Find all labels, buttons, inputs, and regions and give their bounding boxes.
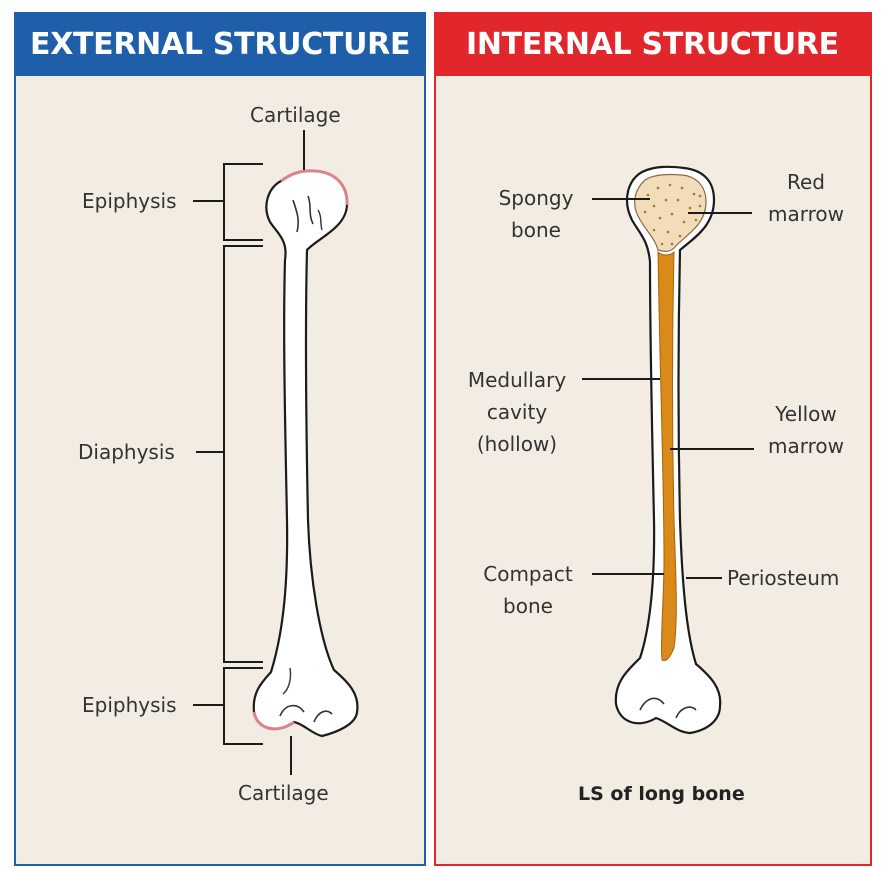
- label-spongy-bone: Spongy bone: [486, 182, 586, 246]
- external-structure-panel: EXTERNAL STRUCTURE: [14, 12, 426, 866]
- label-diaphysis: Diaphysis: [78, 436, 175, 468]
- external-structure-title: EXTERNAL STRUCTURE: [16, 14, 424, 76]
- label-epiphysis-bottom: Epiphysis: [82, 689, 177, 721]
- internal-structure-title: INTERNAL STRUCTURE: [436, 14, 870, 76]
- label-compact-bone: Compact bone: [470, 558, 586, 622]
- label-red-marrow: Red marrow: [754, 166, 858, 230]
- label-yellow-marrow: Yellow marrow: [754, 398, 858, 462]
- diagram-caption: LS of long bone: [578, 778, 745, 810]
- label-cartilage-top: Cartilage: [250, 99, 341, 131]
- label-cartilage-bottom: Cartilage: [238, 777, 329, 809]
- label-periosteum: Periosteum: [727, 562, 839, 594]
- label-epiphysis-top: Epiphysis: [82, 185, 177, 217]
- label-medullary-cavity: Medullary cavity (hollow): [456, 364, 578, 460]
